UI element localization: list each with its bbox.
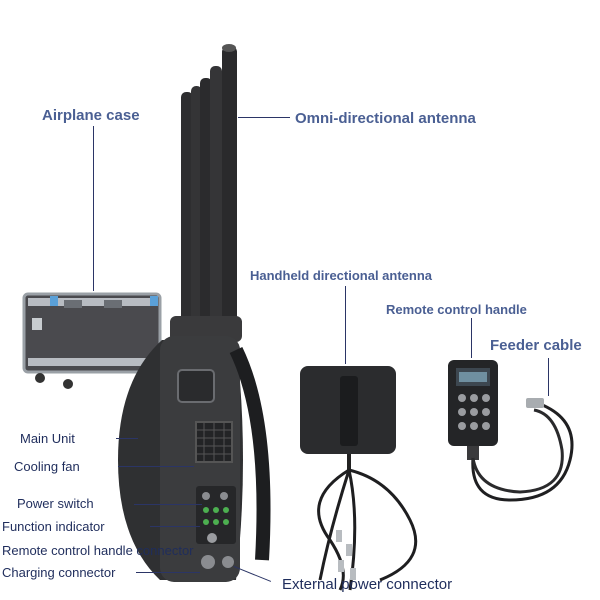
feeder-cable-label: Feeder cable [490,337,582,354]
remote-connector-label: Remote control handle connector [2,543,194,558]
handheld-antenna-label: Handheld directional antenna [250,268,433,283]
function-indicator-label: Function indicator [2,519,105,534]
cooling-fan-leader [118,466,194,467]
function-indicator-leader [150,526,200,527]
main-unit-label: Main Unit [20,431,75,446]
power-switch-label: Power switch [17,496,94,511]
cooling-fan-label: Cooling fan [14,459,80,474]
remote-handle-label: Remote control handle [386,302,527,317]
handheld-antenna-leader [345,286,346,364]
handheld-antenna-image [300,366,418,591]
remote-handle-leader [471,318,472,358]
airplane-case-image [22,292,162,389]
airplane-case-leader [93,126,94,291]
external-power-label: External power connector [282,576,453,593]
charging-connector-leader [136,572,200,573]
feeder-cable-image [471,398,574,502]
feeder-cable-leader [548,358,549,396]
power-switch-leader [134,504,202,505]
main-unit-leader [116,438,138,439]
omni-antenna-image [170,44,242,342]
remote-handle-image [448,360,498,460]
charging-connector-label: Charging connector [2,565,116,580]
omni-antenna-leader [238,117,290,118]
main-unit-image [118,336,271,582]
omni-antenna-label: Omni-directional antenna [295,110,476,127]
airplane-case-label: Airplane case [42,107,140,124]
